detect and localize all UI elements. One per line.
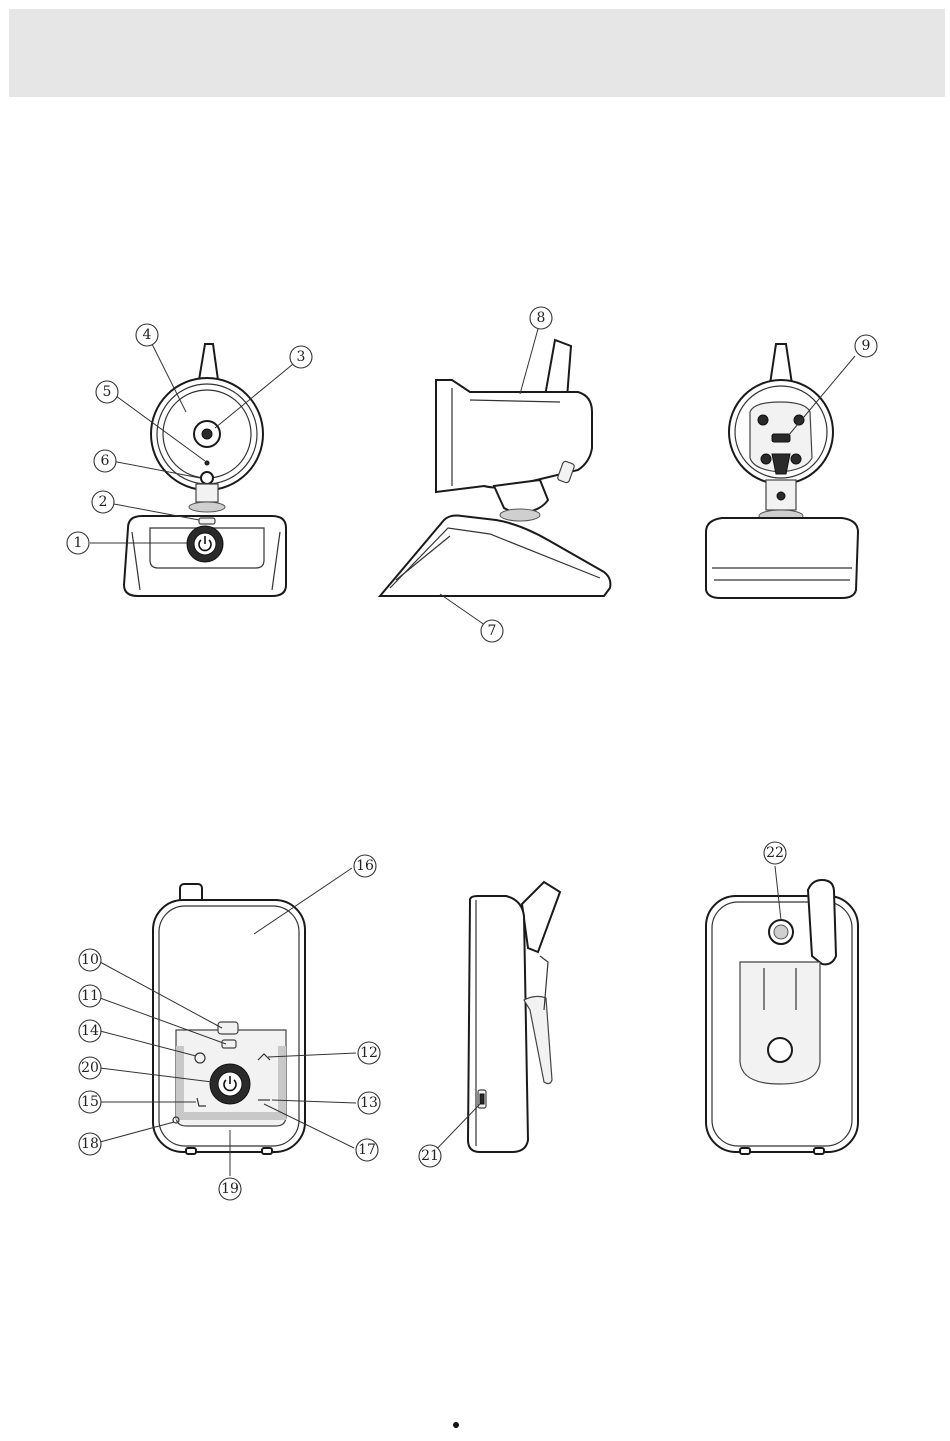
callout-22: 22 (764, 842, 786, 864)
camera-back-view (706, 344, 858, 598)
callout-number: 8 (537, 310, 546, 326)
callout-17: 17 (356, 1139, 378, 1161)
callout-15: 15 (79, 1091, 101, 1113)
callout-10: 10 (79, 949, 101, 971)
page-dot (453, 1422, 459, 1428)
camera-front-view (90, 344, 298, 596)
callout-11: 11 (79, 985, 101, 1007)
callout-number: 20 (81, 1060, 99, 1076)
callout-20: 20 (79, 1057, 101, 1079)
monitor-back-view (706, 866, 858, 1154)
callout-8: 8 (530, 307, 552, 329)
callout-12: 12 (358, 1042, 380, 1064)
callout-number: 19 (221, 1181, 239, 1197)
callout-number: 18 (81, 1136, 99, 1152)
callout-5: 5 (96, 381, 118, 403)
callout-18: 18 (79, 1133, 101, 1155)
callout-7: 7 (481, 620, 503, 642)
callout-3: 3 (290, 346, 312, 368)
callout-number: 17 (358, 1142, 376, 1158)
callout-number: 11 (81, 988, 99, 1004)
callout-2: 2 (92, 491, 114, 513)
callout-1: 1 (67, 532, 89, 554)
callout-number: 15 (81, 1094, 99, 1110)
callout-number: 5 (103, 384, 112, 400)
monitor-front-view (100, 868, 356, 1176)
callout-number: 1 (74, 535, 83, 551)
callout-number: 22 (766, 845, 784, 861)
callout-number: 13 (360, 1095, 378, 1111)
camera-side-view (380, 318, 610, 630)
callout-19: 19 (219, 1178, 241, 1200)
callout-number: 6 (101, 453, 110, 469)
callout-number: 9 (862, 338, 871, 354)
callout-number: 12 (360, 1045, 378, 1061)
callout-number: 4 (143, 327, 152, 343)
callout-9: 9 (855, 335, 877, 357)
callout-number: 16 (356, 858, 374, 874)
callout-number: 21 (421, 1148, 439, 1164)
callout-16: 16 (354, 855, 376, 877)
callout-6: 6 (94, 450, 116, 472)
callout-21: 21 (419, 1145, 441, 1167)
callout-number: 10 (81, 952, 99, 968)
callout-number: 3 (297, 349, 306, 365)
monitor-side-view (430, 882, 560, 1156)
callout-number: 2 (99, 494, 108, 510)
callout-13: 13 (358, 1092, 380, 1114)
callout-14: 14 (79, 1020, 101, 1042)
callout-number: 14 (81, 1023, 99, 1039)
callout-4: 4 (136, 324, 158, 346)
callout-number: 7 (488, 623, 497, 639)
